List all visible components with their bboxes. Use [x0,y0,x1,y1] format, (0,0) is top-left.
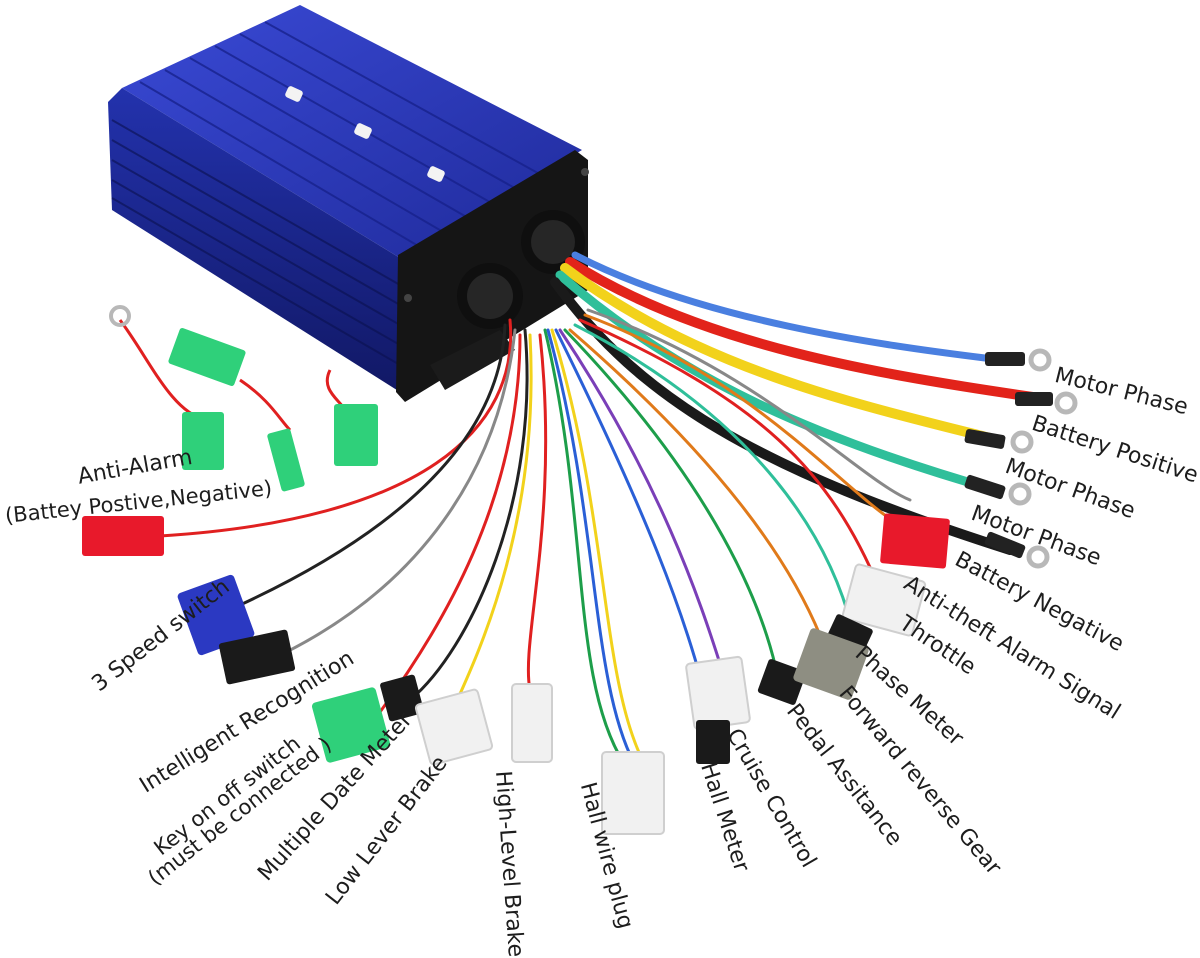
power-wires [550,251,1045,555]
ring-terminals [1008,348,1078,569]
connectors [82,305,950,835]
signal-wires [158,308,912,767]
controller-housing [108,5,589,402]
